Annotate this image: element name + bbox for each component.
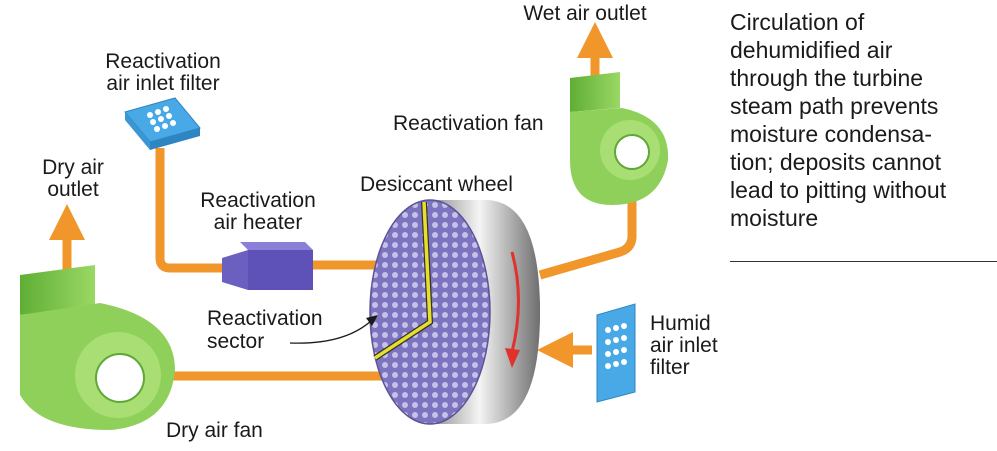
desiccant-wheel [369, 199, 540, 425]
label-humid-air-inlet-filter-line1: Humid [650, 312, 711, 335]
caption: Circulation of dehumidified air through … [730, 8, 992, 232]
caption-line: Circulation of [730, 9, 865, 35]
label-humid-air-inlet-filter-line3: filter [650, 356, 690, 379]
caption-line: tion; deposits cannot [730, 149, 941, 175]
label-dry-air-fan: Dry air fan [166, 419, 263, 442]
label-wet-air-outlet: Wet air outlet [523, 2, 646, 25]
label-reactivation-inlet-filter-line2: air inlet filter [106, 72, 219, 95]
label-reactivation-air-heater-line2: air heater [214, 211, 303, 234]
label-humid-air-inlet-filter-line2: air inlet [650, 334, 718, 357]
reactivation-air-inlet-filter [124, 97, 201, 150]
label-reactivation-fan: Reactivation fan [393, 112, 544, 135]
rotation-arrow [510, 251, 520, 353]
label-desiccant-wheel: Desiccant wheel [360, 173, 513, 196]
dry-air-fan [20, 265, 175, 430]
caption-line: through the turbine [730, 65, 924, 91]
duct-wheel-to-reactivation-fan [538, 160, 637, 280]
duct-filter-to-heater [155, 148, 228, 273]
label-dry-air-outlet-line2: outlet [47, 178, 99, 201]
caption-line: moisture condensa- [730, 121, 932, 147]
humid-air-inlet-filter [596, 303, 636, 403]
reactivation-air-heater [222, 242, 313, 290]
caption-line: lead to pitting without [730, 177, 947, 203]
caption-line: dehumidified air [730, 37, 893, 63]
label-reactivation-inlet-filter-line1: Reactivation [105, 50, 221, 73]
caption-line: moisture [730, 205, 819, 231]
label-reactivation-sector-line1: Reactivation [207, 307, 323, 330]
label-dry-air-outlet-line1: Dry air [42, 156, 104, 179]
label-reactivation-sector-line2: sector [207, 330, 264, 353]
caption-rule [730, 261, 997, 262]
reactivation-sector-pointer [289, 319, 373, 344]
caption-line: steam path prevents [730, 93, 939, 119]
label-reactivation-air-heater-line1: Reactivation [200, 189, 316, 212]
reactivation-fan [570, 72, 669, 205]
